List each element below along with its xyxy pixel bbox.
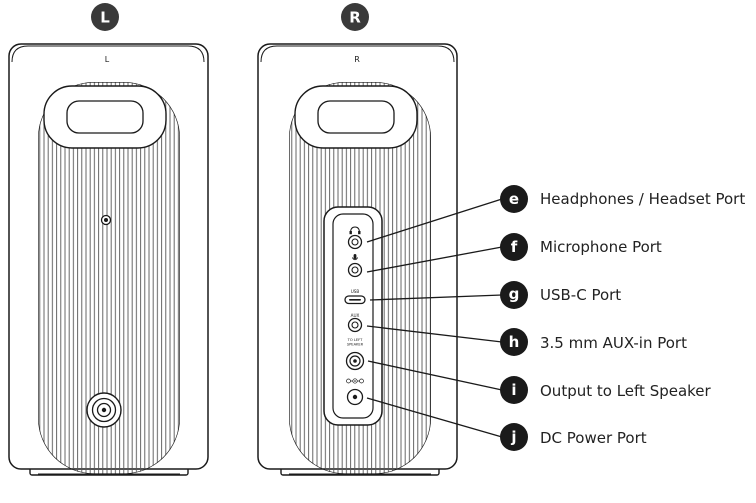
- callout-badge-g: g: [500, 281, 528, 309]
- leader-line-h: [366, 325, 503, 343]
- right-panel-label: R: [354, 55, 360, 64]
- left-badge-text: L: [100, 9, 110, 27]
- callout-badge-i: i: [500, 376, 528, 404]
- right-badge: [341, 3, 369, 31]
- callout-label-dc-power: DC Power Port: [540, 429, 647, 447]
- callout-badge-e: e: [500, 185, 528, 213]
- callout-letter-g: g: [509, 285, 520, 303]
- microphone-port: [347, 254, 363, 278]
- callout-letter-i: i: [511, 381, 516, 399]
- callout-badge-h: h: [500, 328, 528, 356]
- left-badge: [91, 3, 119, 31]
- callout-letter-e: e: [509, 190, 519, 208]
- leader-line-j: [366, 397, 503, 438]
- right-handle-inner: [317, 100, 395, 134]
- callout-label-aux-in: 3.5 mm AUX-in Port: [540, 334, 687, 352]
- callout-letter-h: h: [509, 333, 520, 351]
- leader-line-e: [366, 198, 503, 243]
- headphone-port: [347, 226, 363, 250]
- dc-power-port: [346, 378, 364, 406]
- left-speaker-output-port: TO LEFT SPEAKER: [345, 338, 365, 371]
- leader-line-i: [367, 360, 503, 391]
- connector-panel-inner: [332, 213, 374, 419]
- callout-label-headphones: Headphones / Headset Port: [540, 190, 746, 208]
- callout-label-usb-c: USB-C Port: [540, 286, 622, 304]
- headphones-icon: [350, 226, 360, 234]
- dc-polarity-icon: [346, 378, 364, 384]
- usb-c-port: USB: [344, 289, 366, 305]
- callout-badge-j: j: [500, 423, 528, 451]
- callout-badge-f: f: [500, 233, 528, 261]
- right-badge-text: R: [349, 9, 361, 27]
- left-panel-label: L: [105, 55, 110, 64]
- aux-label: AUX: [351, 313, 360, 318]
- usb-label: USB: [351, 289, 360, 294]
- callout-letter-f: f: [511, 238, 518, 256]
- to-left-label-line1: TO LEFT: [347, 338, 363, 342]
- to-left-label-line2: SPEAKER: [347, 343, 364, 347]
- callout-badges: e f g h i j: [500, 185, 528, 451]
- callout-label-left-output: Output to Left Speaker: [540, 382, 711, 400]
- microphone-icon: [353, 254, 357, 259]
- callout-lines: [366, 198, 503, 438]
- callout-letter-j: j: [510, 428, 516, 446]
- callout-label-microphone: Microphone Port: [540, 238, 662, 256]
- left-handle-inner: [66, 100, 144, 134]
- aux-in-port: AUX: [347, 313, 363, 333]
- leader-line-f: [366, 246, 503, 273]
- left-speaker: L L: [8, 3, 209, 476]
- right-speaker: R R USB: [257, 3, 458, 476]
- leader-line-g: [369, 294, 503, 301]
